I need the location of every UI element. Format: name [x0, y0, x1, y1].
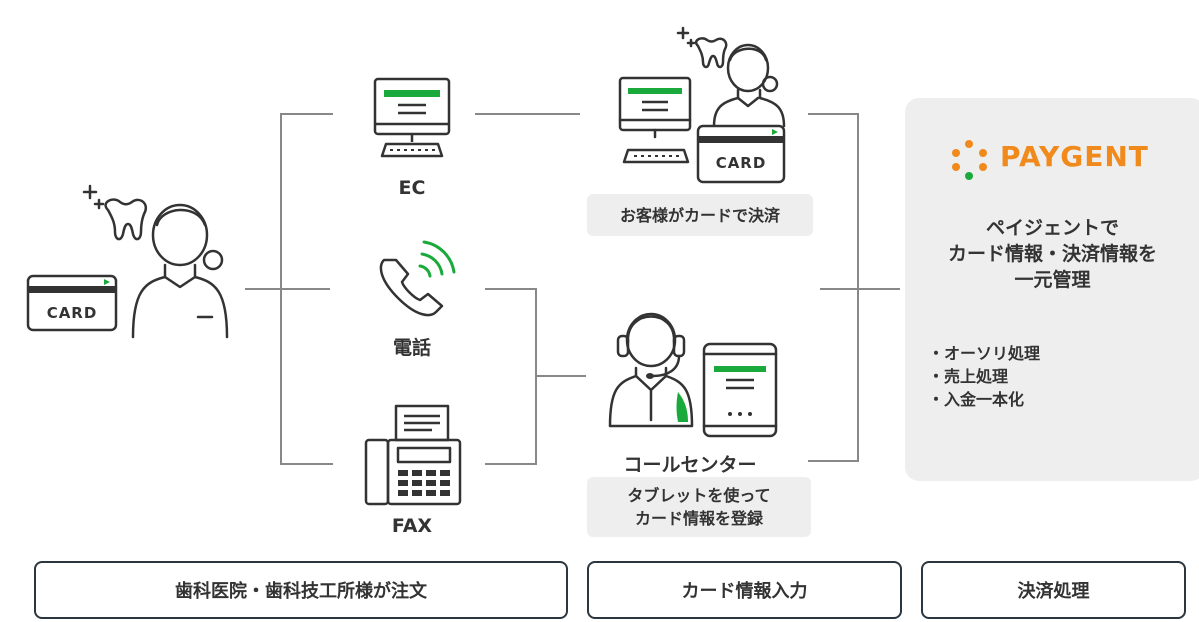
feature-item: ・入金一本化: [928, 390, 1025, 409]
ec-computer-icon: [373, 77, 451, 158]
stage-settlement-box: 決済処理: [921, 561, 1186, 619]
fax-label: FAX: [391, 515, 433, 537]
stage-card-input-box: カード情報入力: [587, 561, 902, 619]
connector-right-bracket: [808, 113, 859, 462]
paygent-panel: [905, 98, 1199, 481]
ec-label: EC: [398, 177, 426, 199]
customer-card: CARD: [26, 274, 118, 332]
stage-order-box: 歯科医院・歯科技工所様が注文: [34, 561, 568, 619]
tooth-icon: [104, 198, 148, 241]
phone-label: 電話: [392, 337, 431, 359]
counter-card-text: CARD: [716, 154, 767, 172]
paygent-title: ペイジェントで カード情報・決済情報を 一元管理: [947, 217, 1157, 291]
clinic-counter-illustration: CARD: [618, 26, 786, 184]
connector-left-bracket: [280, 113, 333, 465]
customer-card-text: CARD: [47, 304, 98, 322]
feature-item: ・売上処理: [928, 367, 1009, 386]
tooth-icon: [694, 37, 728, 69]
feature-item: ・オーソリ処理: [928, 344, 1041, 363]
sparkle-icon: [82, 184, 98, 200]
call-center-label: コールセンター: [623, 454, 757, 476]
paygent-logo-icon: [952, 140, 987, 180]
connector-phone-fax-bracket: [485, 288, 537, 465]
tablet-entry-note: タブレットを使って カード情報を登録: [587, 477, 811, 537]
counter-card: CARD: [696, 124, 786, 184]
paygent-feature-list: ・オーソリ処理 ・売上処理 ・入金一本化: [928, 342, 1040, 411]
paygent-brand: PAYGENT: [1000, 140, 1149, 173]
fax-machine-icon: [364, 404, 462, 506]
call-center-illustration: [608, 312, 778, 438]
phone-icon: [379, 240, 456, 317]
dentist-customer-illustration: CARD: [26, 184, 229, 339]
customer-pays-note: お客様がカードで決済: [587, 194, 813, 236]
